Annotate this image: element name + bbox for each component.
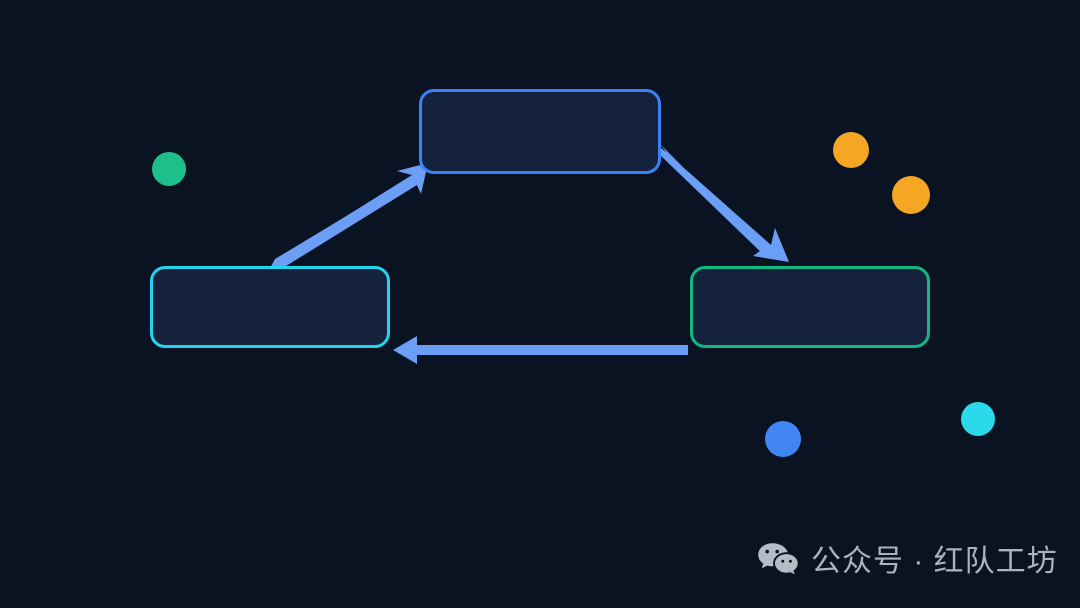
node-left-label (153, 269, 387, 345)
node-box-left[interactable] (150, 266, 390, 348)
node-top-label (422, 92, 658, 171)
decor-dot-orange-1 (833, 132, 869, 168)
node-box-right[interactable] (690, 266, 930, 348)
decor-dot-green (152, 152, 186, 186)
decor-dot-cyan (961, 402, 995, 436)
node-right-label (693, 269, 927, 345)
wechat-icon (758, 543, 798, 575)
decor-dot-orange-2 (892, 176, 930, 214)
arrow-right-to-left (393, 336, 688, 364)
decor-dot-blue (765, 421, 801, 457)
watermark: 公众号 · 红队工坊 (757, 536, 1058, 580)
arrow-top-to-right (657, 143, 789, 262)
watermark-text: 公众号 · 红队工坊 (811, 545, 1058, 578)
arrow-left-to-top (268, 163, 428, 272)
node-box-top[interactable] (419, 89, 661, 174)
